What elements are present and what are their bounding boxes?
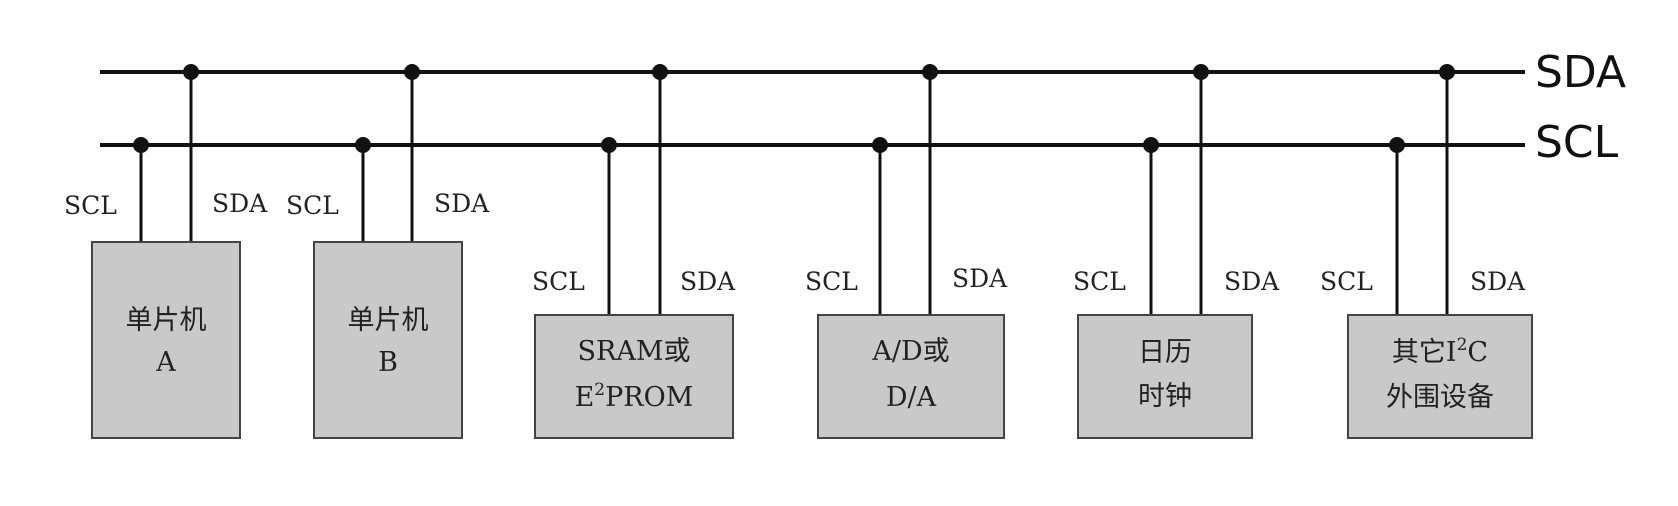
sda-junction [1193, 64, 1209, 80]
scl-junction [355, 137, 371, 153]
scl-junction [872, 137, 888, 153]
scl-pin-label: SCL [532, 267, 585, 296]
sda-pin-label: SDA [434, 189, 490, 218]
device-label-line2: B [378, 347, 398, 378]
device-label-line1: 日历 [1138, 337, 1192, 368]
device-other-peripheral: SCL SDA 其它I2C 外围设备 [1320, 64, 1533, 439]
device-memory: SCL SDA SRAM或 E2PROM [532, 64, 736, 439]
sda-junction [183, 64, 199, 80]
sda-junction [652, 64, 668, 80]
scl-pin-label: SCL [1320, 267, 1373, 296]
sda-pin-label: SDA [212, 189, 268, 218]
device-box [91, 241, 241, 439]
sda-junction [922, 64, 938, 80]
sda-junction [404, 64, 420, 80]
device-label-line1: SRAM或 [578, 336, 691, 367]
device-adda: SCL SDA A/D或 D/A [805, 64, 1008, 439]
sda-pin-label: SDA [680, 267, 736, 296]
device-box [1077, 314, 1253, 439]
sda-junction [1439, 64, 1455, 80]
scl-pin-label: SCL [64, 191, 117, 220]
sda-bus-label: SDA [1535, 47, 1626, 98]
device-label-line2: 时钟 [1138, 381, 1192, 412]
device-label-line1: 单片机 [126, 305, 207, 336]
scl-bus-label: SCL [1535, 117, 1619, 168]
device-mcu-a: SCL SDA 单片机 A [64, 64, 268, 439]
device-box [534, 314, 734, 439]
device-label-line2: D/A [886, 382, 937, 413]
device-label-line1: A/D或 [871, 336, 949, 367]
device-label-line2: 外围设备 [1386, 382, 1494, 413]
device-label-line1: 单片机 [348, 305, 429, 336]
device-box [817, 314, 1005, 439]
device-label-line1: 其它I2C [1392, 335, 1488, 368]
scl-pin-label: SCL [805, 267, 858, 296]
device-label-line2: A [155, 347, 176, 378]
scl-junction [601, 137, 617, 153]
scl-junction [133, 137, 149, 153]
sda-pin-label: SDA [952, 264, 1008, 293]
scl-pin-label: SCL [286, 191, 339, 220]
scl-junction [1143, 137, 1159, 153]
device-mcu-b: SCL SDA 单片机 B [286, 64, 490, 439]
device-rtc: SCL SDA 日历 时钟 [1073, 64, 1280, 439]
sda-pin-label: SDA [1470, 267, 1526, 296]
sda-pin-label: SDA [1224, 267, 1280, 296]
device-box [1347, 314, 1533, 439]
device-label-line2: E2PROM [575, 380, 694, 413]
scl-pin-label: SCL [1073, 267, 1126, 296]
scl-junction [1389, 137, 1405, 153]
device-box [313, 241, 463, 439]
